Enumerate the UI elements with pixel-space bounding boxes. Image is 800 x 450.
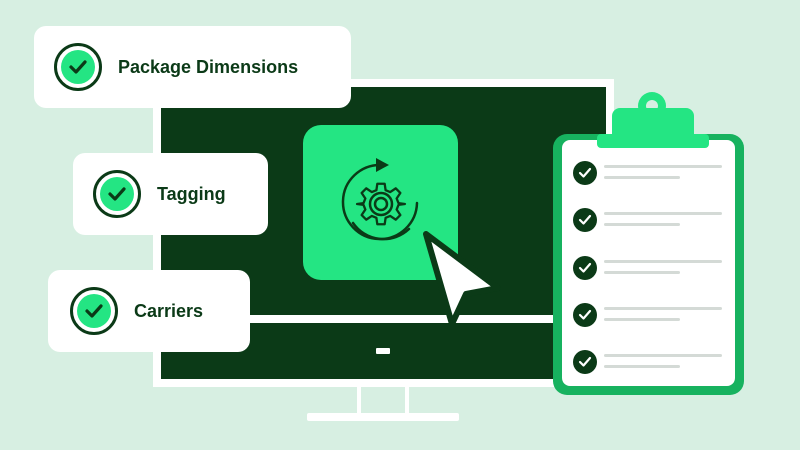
item-line: [604, 307, 722, 310]
checkmark-icon: [573, 161, 597, 185]
checklist-card-package-dimensions: Package Dimensions: [34, 26, 351, 108]
checklist-card-carriers: Carriers: [48, 270, 250, 352]
clipboard-checklist-item: [573, 350, 723, 374]
check-circle-icon: [54, 43, 102, 91]
monitor-stand-gap: [361, 387, 405, 413]
check-circle-icon: [70, 287, 118, 335]
item-line: [604, 176, 680, 179]
check-circle-icon: [93, 170, 141, 218]
pointer-cursor-icon: [418, 228, 508, 333]
checkmark-icon: [573, 303, 597, 327]
clipboard-checklist-item: [573, 303, 723, 327]
item-line: [604, 271, 680, 274]
checklist-card-label: Package Dimensions: [118, 56, 299, 77]
item-line: [604, 365, 680, 368]
clipboard-checklist-item: [573, 161, 723, 185]
item-line: [604, 223, 680, 226]
gear-sync-icon: [341, 158, 419, 241]
checkmark-icon: [573, 208, 597, 232]
checklist-card-tagging: Tagging: [73, 153, 268, 235]
checkmark-icon: [573, 350, 597, 374]
checklist-card-label: Tagging: [157, 183, 226, 204]
item-line: [604, 260, 722, 263]
item-line: [604, 354, 722, 357]
clipboard-checklist-item: [573, 208, 723, 232]
monitor-stand-base: [307, 413, 459, 421]
item-line: [604, 212, 722, 215]
item-line: [604, 318, 680, 321]
checkmark-icon: [573, 256, 597, 280]
power-indicator: [376, 348, 390, 354]
clipboard-checklist-item: [573, 256, 723, 280]
item-line: [604, 165, 722, 168]
clipboard-clip-base: [597, 134, 709, 148]
checklist-card-label: Carriers: [134, 300, 204, 321]
